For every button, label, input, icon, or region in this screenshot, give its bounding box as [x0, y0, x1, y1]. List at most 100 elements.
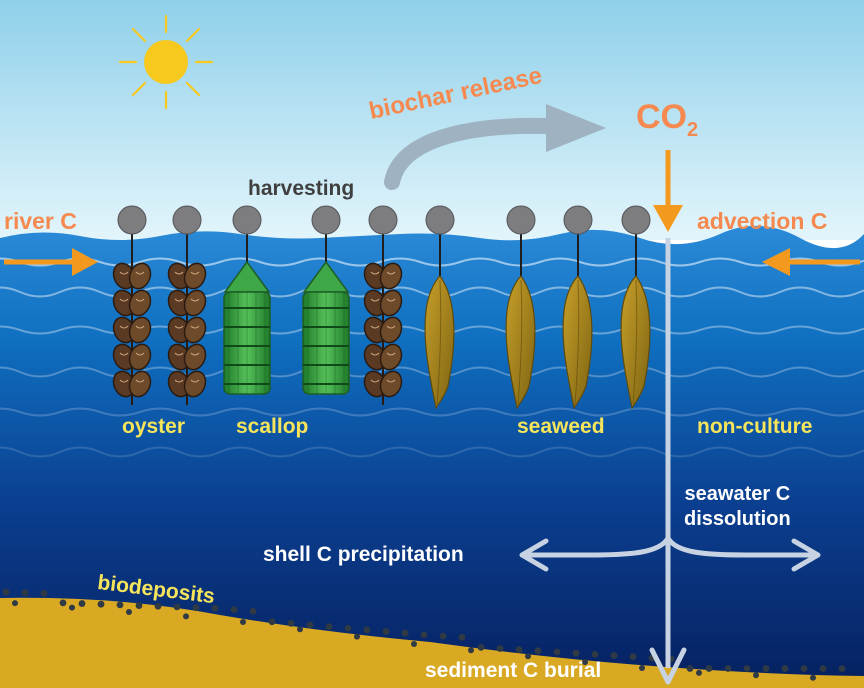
culture-line-seaweed	[424, 205, 455, 410]
advection-c-arrow	[762, 248, 860, 276]
wave-line	[0, 446, 864, 458]
advection-c-label: advection C	[697, 208, 828, 234]
biodeposit-dot-icon	[287, 619, 295, 627]
biodeposit-dot-icon	[724, 665, 732, 672]
biodeposit-dot-icon	[192, 604, 200, 611]
biodeposit-dot-icon	[838, 665, 846, 673]
biodeposit-dot-icon	[515, 646, 523, 654]
culture-line-oyster	[363, 205, 403, 405]
biodeposit-dot-icon	[439, 632, 447, 640]
scallop-lantern-net-icon	[302, 260, 350, 395]
co2-downward-arrowhead	[653, 205, 683, 232]
harvesting-label: harvesting	[248, 177, 355, 200]
biodeposit-dot-icon	[21, 589, 29, 597]
biodeposit-dot-icon	[572, 649, 580, 657]
buoy-icon	[232, 205, 262, 235]
sediment-bed	[0, 597, 864, 688]
biodeposit-dot-icon	[781, 665, 789, 672]
biodeposit-dot-icon	[297, 626, 303, 633]
seawater-dissolution-arrowhead	[791, 538, 821, 572]
culture-line-oyster	[112, 205, 152, 405]
sky	[0, 0, 864, 240]
biodeposit-dot-icon	[183, 613, 189, 620]
biodeposit-dot-icon	[2, 588, 10, 596]
biodeposit-dot-icon	[468, 647, 474, 654]
oyster-label: oyster	[122, 415, 186, 438]
seawater-c-line2: dissolution	[684, 508, 791, 530]
buoy-icon	[368, 205, 398, 235]
scallop-label: scallop	[236, 415, 309, 438]
biodeposit-dot-icon	[477, 643, 485, 651]
biodeposit-dot-icon	[211, 604, 219, 612]
biodeposit-dot-icon	[705, 665, 713, 672]
biodeposit-dot-icon	[411, 640, 417, 647]
biodeposit-dot-icon	[800, 665, 808, 672]
biodeposit-dot-icon	[591, 650, 599, 658]
seaweed-blade-icon	[424, 275, 455, 410]
biodeposit-dot-icon	[230, 606, 238, 613]
biodeposit-dot-icon	[496, 645, 504, 652]
biodeposit-dots	[2, 588, 846, 681]
culture-line-seaweed	[620, 205, 651, 410]
river-c-label: river C	[4, 208, 77, 234]
biodeposit-dot-icon	[240, 618, 246, 625]
biochar-release-arrow	[384, 117, 556, 190]
biodeposit-dot-icon	[762, 665, 770, 672]
biodeposit-dot-icon	[686, 665, 694, 672]
biodeposit-dot-icon	[582, 659, 588, 666]
culture-line-seaweed	[562, 205, 593, 410]
seawater-c-line1: seawater C	[684, 483, 791, 505]
seaweed-label: seaweed	[517, 415, 605, 438]
biodeposit-dot-icon	[363, 626, 371, 634]
culture-lines	[112, 205, 651, 410]
biodeposit-dot-icon	[382, 628, 390, 635]
buoy-icon	[117, 205, 147, 235]
biodeposit-dot-icon	[135, 602, 143, 609]
biodeposit-dot-icon	[401, 629, 409, 637]
biodeposit-dot-icon	[753, 672, 759, 679]
seaweed-blade-icon	[562, 275, 593, 410]
biodeposit-dot-icon	[268, 618, 276, 626]
seawater-c-dissolution-label: seawater C dissolution	[684, 482, 791, 532]
biodeposit-dot-icon	[126, 608, 132, 615]
shell-c-precipitation-label: shell C precipitation	[263, 543, 464, 566]
shell-precipitation-arrow	[522, 536, 671, 558]
sediment-c-burial-label: sediment C burial	[425, 659, 602, 682]
seaweed-blade-icon	[505, 275, 536, 410]
biodeposit-dot-icon	[629, 653, 637, 661]
buoy-icon	[506, 205, 536, 235]
seawater-dissolution-arrow	[665, 536, 818, 558]
biodeposit-dot-icon	[525, 653, 531, 660]
biodeposit-dot-icon	[696, 669, 702, 676]
buoy-icon	[172, 205, 202, 235]
biodeposit-dot-icon	[249, 607, 257, 615]
biodeposit-dot-icon	[97, 600, 105, 608]
biodeposit-dot-icon	[173, 603, 181, 611]
buoy-icon	[621, 205, 651, 235]
culture-line-seaweed	[505, 205, 536, 410]
seaweed-blade-icon	[620, 275, 651, 410]
river-c-arrow	[4, 248, 98, 276]
scallop-lantern-net-icon	[223, 260, 271, 395]
buoy-icon	[563, 205, 593, 235]
biodeposit-dot-icon	[116, 601, 124, 609]
sun-icon	[118, 14, 214, 110]
non-culture-label: non-culture	[697, 415, 813, 438]
biodeposit-dot-icon	[12, 600, 18, 607]
co2-main-text: CO	[636, 98, 687, 136]
biodeposit-dot-icon	[40, 590, 48, 597]
culture-line-scallop	[302, 205, 350, 395]
oyster-string-icon	[363, 262, 403, 405]
biodeposit-dot-icon	[420, 631, 428, 639]
biodeposit-dot-icon	[59, 599, 67, 607]
wave-line	[0, 407, 864, 417]
biodeposit-dot-icon	[78, 600, 86, 607]
oyster-string-icon	[112, 262, 152, 405]
sediment-burial-arrowhead	[649, 647, 687, 685]
culture-line-scallop	[223, 205, 271, 395]
biodeposit-dot-icon	[69, 604, 75, 611]
biodeposit-dot-icon	[819, 665, 827, 673]
co2-subscript: 2	[687, 119, 699, 141]
biodeposit-dot-icon	[154, 602, 162, 610]
